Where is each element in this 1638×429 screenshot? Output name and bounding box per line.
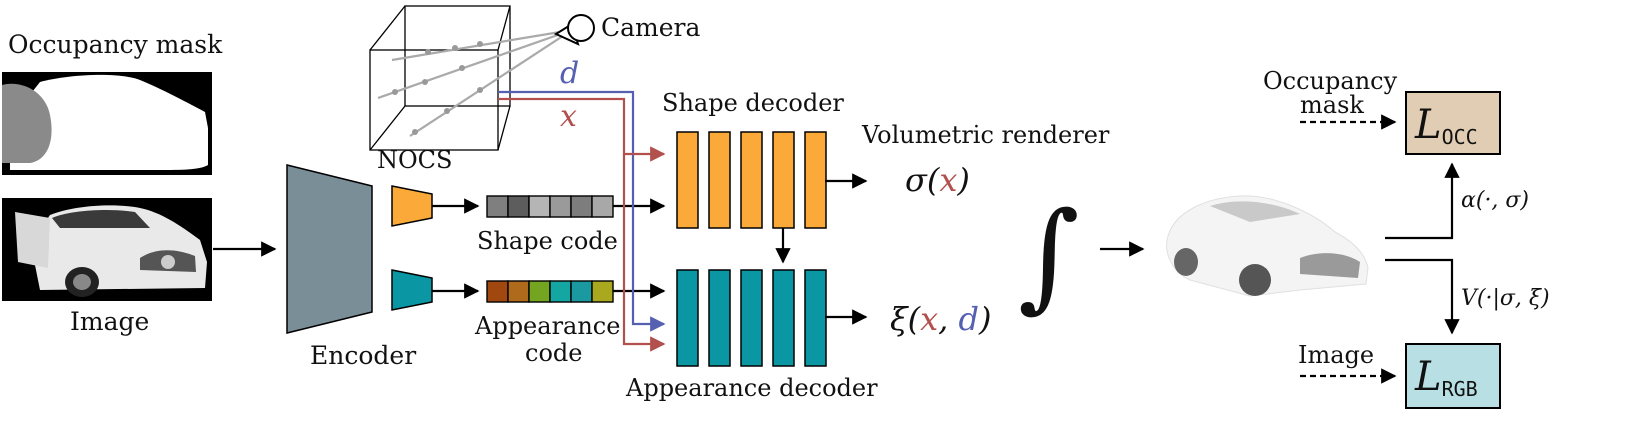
appearance-code-cell	[591, 280, 614, 303]
xi-output: ξ(x, d)	[890, 300, 991, 338]
occupancy-loss-arrow	[1385, 162, 1460, 240]
shape-decoder-layer	[804, 131, 827, 229]
shape-head	[391, 185, 433, 227]
rgb-loss-arrow	[1385, 258, 1460, 335]
direction-d-ray	[498, 90, 666, 332]
appearance-code-cell	[528, 280, 551, 303]
ray-sample-points	[392, 41, 483, 135]
image-input-label: Image	[70, 307, 149, 336]
occupancy-mask-input-label-1: Occupancy	[1263, 67, 1398, 95]
shape-code-cell	[486, 195, 509, 218]
appearance-decoder-layer	[804, 269, 827, 367]
appearance-code-vector	[486, 280, 614, 303]
encoder-label: Encoder	[310, 341, 416, 370]
appearance-code-label-1: Appearance	[474, 312, 620, 340]
position-x-ray-appearance	[622, 154, 666, 352]
loss-rgb-box	[1405, 343, 1501, 409]
shape-code-label: Shape code	[477, 227, 618, 255]
shape-decoder-layer	[676, 131, 699, 229]
shape-decoder-layers	[676, 131, 827, 229]
appearance-code-cell	[570, 280, 593, 303]
appearance-decoder-layer	[676, 269, 699, 367]
shape-decoder-layer	[740, 131, 763, 229]
appearance-code-cell	[486, 280, 509, 303]
occupancy-mask-image	[2, 72, 212, 175]
appearance-head	[391, 269, 433, 311]
camera-icon	[553, 14, 595, 46]
appearance-code-cell	[549, 280, 572, 303]
nocs-cube	[369, 5, 511, 151]
input-image	[2, 198, 212, 301]
appearance-decoder-layer	[772, 269, 795, 367]
appearance-decoder-label: Appearance decoder	[625, 374, 878, 402]
appearance-decoder-layer	[708, 269, 731, 367]
shape-code-cell	[570, 195, 593, 218]
shape-decoder-layer	[708, 131, 731, 229]
shape-code-cell	[507, 195, 530, 218]
alpha-label: α(·, σ)	[1461, 188, 1529, 213]
x-symbol: x	[560, 99, 577, 134]
nocs-label: NOCS	[377, 146, 452, 174]
encoder-block	[286, 164, 373, 334]
integral-symbol: ∫	[1018, 186, 1079, 324]
rendered-car-image	[1166, 195, 1369, 297]
occupancy-mask-input-label-2: mask	[1300, 91, 1364, 119]
image-loss-input-label: Image	[1298, 341, 1374, 369]
shape-decoder-layer	[772, 131, 795, 229]
appearance-code-cell	[507, 280, 530, 303]
shape-code-vector	[486, 195, 614, 218]
camera-label: Camera	[601, 13, 700, 42]
loss-rgb: LRGB	[1414, 354, 1478, 401]
position-x-ray-shape	[498, 97, 666, 162]
camera-rays	[377, 28, 573, 137]
shape-code-cell	[549, 195, 572, 218]
shape-decoder-label: Shape decoder	[662, 89, 844, 117]
loss-occ-box	[1405, 91, 1501, 155]
v-label: V(·|σ, ξ)	[1461, 286, 1550, 311]
volumetric-renderer-label: Volumetric renderer	[861, 121, 1110, 149]
appearance-decoder-layer	[740, 269, 763, 367]
loss-occ: LOCC	[1414, 102, 1478, 149]
appearance-code-label-2: code	[525, 339, 582, 367]
d-symbol: d	[560, 56, 579, 91]
sigma-output: σ(x)	[905, 161, 970, 199]
occupancy-mask-label: Occupancy mask	[8, 30, 223, 59]
shape-code-cell	[591, 195, 614, 218]
appearance-decoder-layers	[676, 269, 827, 367]
shape-code-cell	[528, 195, 551, 218]
